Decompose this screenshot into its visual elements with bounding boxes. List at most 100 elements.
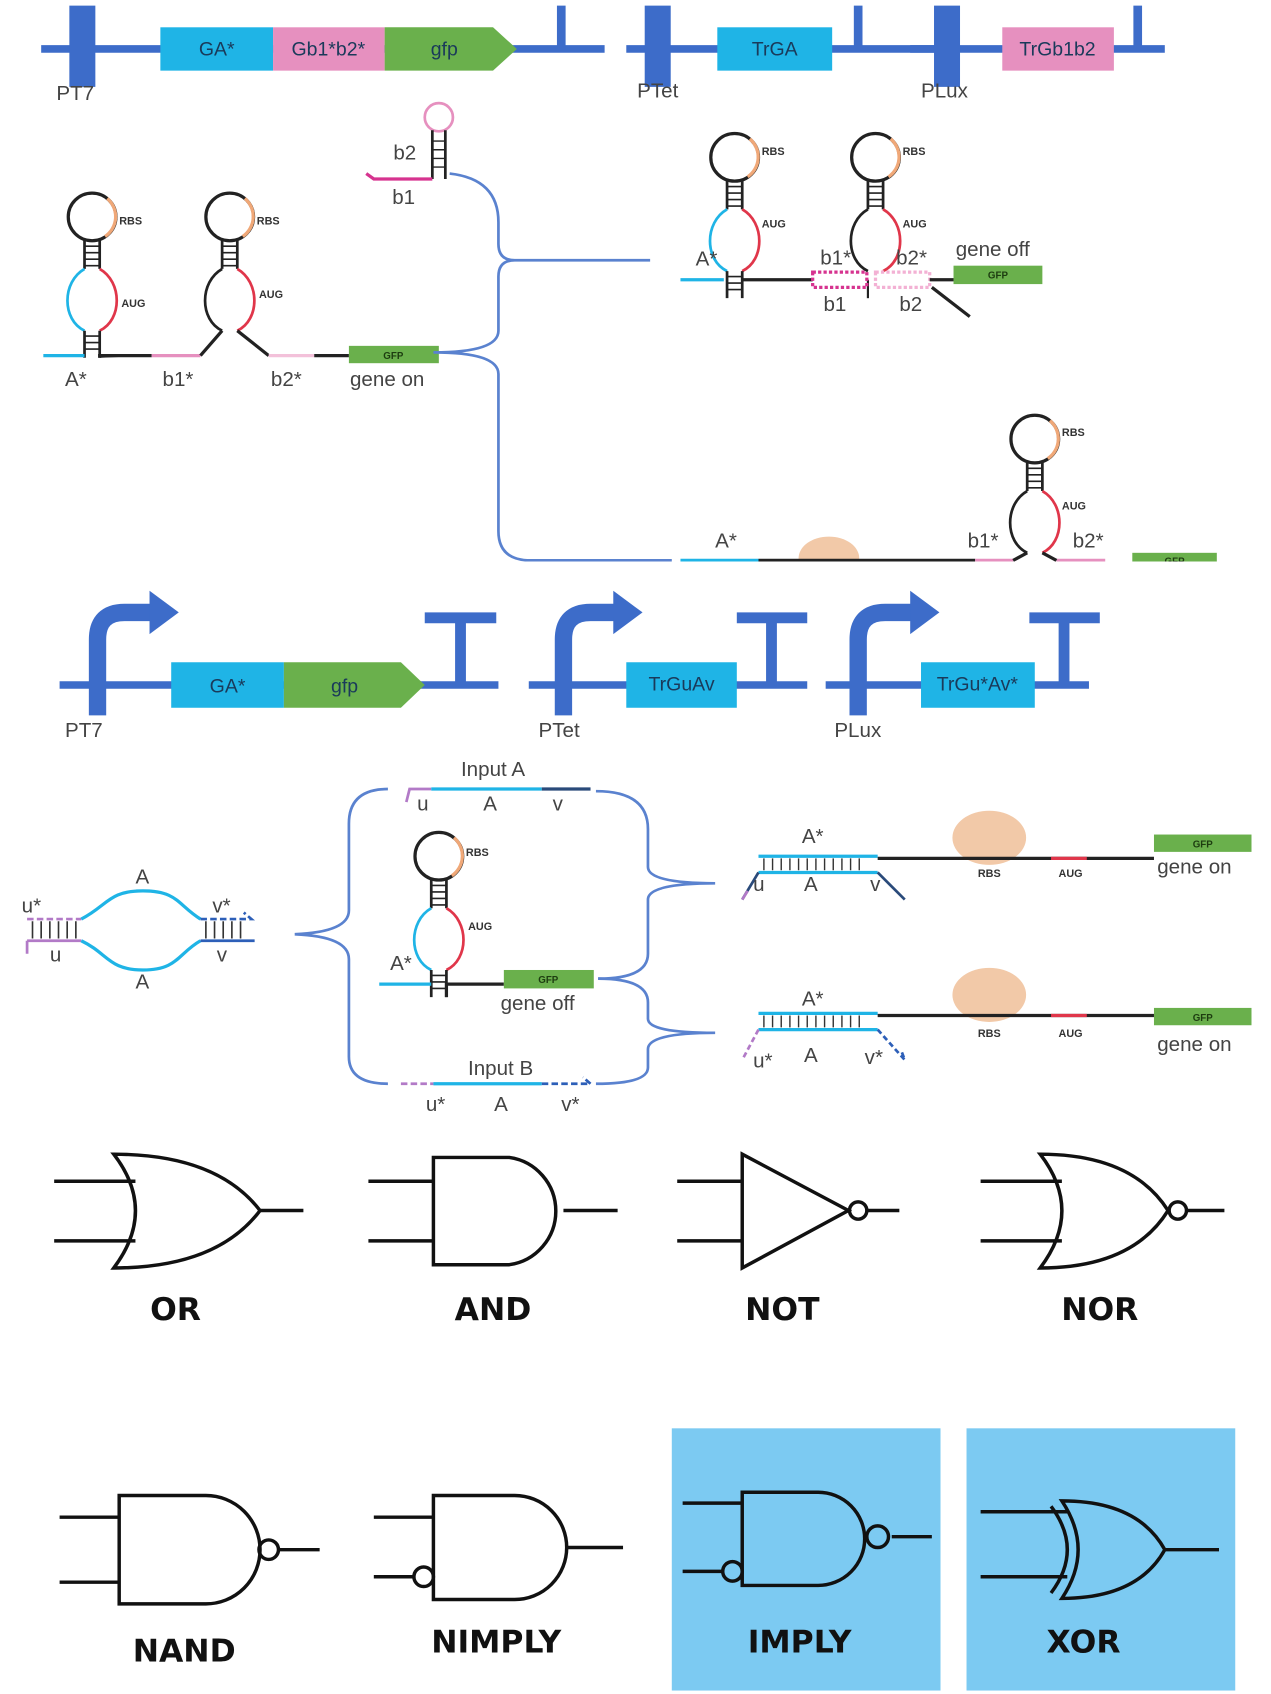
label: u* bbox=[22, 895, 41, 918]
label: u bbox=[417, 793, 428, 816]
label: A* bbox=[802, 988, 824, 1011]
gfp-label: GFP bbox=[538, 975, 559, 986]
merge-brace-b bbox=[595, 977, 716, 1086]
part-ga bbox=[160, 27, 274, 71]
aug-label: AUG bbox=[762, 219, 786, 231]
panel-2: GA* gfp PT7 TrGuAv PTet TrGu*Av* PLux bbox=[22, 590, 1252, 1116]
rbs-label: RBS bbox=[466, 847, 489, 859]
part-trga bbox=[717, 27, 833, 71]
label: b2 bbox=[899, 293, 922, 316]
gate-label: XOR bbox=[1047, 1625, 1121, 1661]
aug-label: AUG bbox=[259, 289, 283, 301]
promoter-label: PTet bbox=[539, 719, 580, 742]
logic-gates: OR AND NOT NOR NAND NIMPLY bbox=[54, 1151, 1236, 1691]
label: b1* bbox=[820, 247, 851, 270]
promoter-bar bbox=[69, 5, 96, 87]
nimply-gate-icon bbox=[373, 1493, 624, 1602]
gate-label: IMPLY bbox=[748, 1625, 853, 1661]
promoter-arrow-icon bbox=[554, 603, 616, 716]
terminator-icon bbox=[736, 612, 808, 686]
promoter-arrow-icon bbox=[88, 603, 152, 716]
gate-xor: XOR bbox=[980, 1499, 1219, 1661]
merge-brace-a bbox=[595, 789, 716, 981]
promoter-label: PLux bbox=[921, 80, 969, 103]
part-label: TrGb1b2 bbox=[1019, 38, 1095, 60]
construct-ptet: TrGuAv PTet bbox=[528, 590, 808, 742]
part-label: GA* bbox=[199, 38, 235, 60]
promoter-bar bbox=[644, 5, 671, 87]
gfp-label: GFP bbox=[1193, 840, 1214, 851]
label: A bbox=[483, 793, 497, 816]
split-brace bbox=[294, 787, 388, 1086]
xor-gate-icon bbox=[980, 1499, 1219, 1601]
aug-label: AUG bbox=[468, 921, 492, 933]
rbs-label: RBS bbox=[762, 146, 785, 158]
gate-label: OR bbox=[150, 1292, 201, 1328]
rbs-label: RBS bbox=[978, 1028, 1001, 1040]
gfp-label: GFP bbox=[383, 351, 404, 362]
label: v* bbox=[561, 1093, 579, 1116]
output-gene-on-a: GFP RBS AUG A* u A v gene on bbox=[741, 810, 1252, 901]
gate-and: AND bbox=[368, 1155, 618, 1328]
nand-gate-icon bbox=[59, 1493, 320, 1606]
label: b1* bbox=[968, 529, 999, 552]
part-label: gfp bbox=[331, 676, 358, 698]
label: A bbox=[804, 1044, 818, 1067]
label: u bbox=[50, 943, 61, 966]
label: b2* bbox=[271, 368, 302, 391]
imply-gate-icon bbox=[682, 1490, 932, 1588]
state-label: gene off bbox=[956, 238, 1030, 261]
label: A* bbox=[715, 529, 737, 552]
reaction-brace bbox=[433, 172, 672, 562]
label: A bbox=[135, 970, 149, 993]
imply-highlight bbox=[671, 1428, 941, 1691]
label: A* bbox=[696, 248, 718, 271]
label: b1 bbox=[392, 186, 415, 209]
gate-label: AND bbox=[455, 1292, 532, 1328]
not-gate-icon bbox=[677, 1151, 900, 1271]
switch-partial: RBS AUG A* b1* b2* GFP bbox=[680, 413, 1217, 562]
gate-imply: IMPLY bbox=[682, 1490, 932, 1661]
label: v* bbox=[212, 895, 230, 918]
and-gate-icon bbox=[368, 1155, 618, 1267]
part-gb1b2 bbox=[273, 27, 385, 71]
label: b1 bbox=[823, 293, 846, 316]
part-label: TrGuAv bbox=[648, 673, 714, 695]
part-label: TrGA bbox=[752, 38, 798, 60]
label: A bbox=[804, 873, 818, 896]
label: b2* bbox=[896, 247, 927, 270]
label: A* bbox=[65, 368, 87, 391]
promoter-label: PTet bbox=[637, 80, 678, 103]
label: v* bbox=[865, 1046, 883, 1069]
state-label: gene off bbox=[501, 992, 575, 1015]
rbs-label: RBS bbox=[257, 216, 280, 228]
input-a: Input A u A v bbox=[405, 758, 591, 816]
switch-bound-off: GFP RBS AUG RBS AUG A* b1* b2* b1 b2 gen… bbox=[680, 131, 1043, 318]
rbs-label: RBS bbox=[978, 868, 1001, 880]
state-label: gene on bbox=[1157, 856, 1231, 879]
gate-not: NOT bbox=[677, 1151, 900, 1328]
construct-plux: TrGb1b2 PLux bbox=[910, 5, 1165, 103]
gfp-label: GFP bbox=[988, 271, 1009, 282]
construct-pt7: GA* gfp PT7 bbox=[59, 590, 499, 742]
label: v bbox=[217, 943, 228, 966]
label: A bbox=[494, 1093, 508, 1116]
promoter-arrow-icon bbox=[849, 603, 913, 716]
label: b2 bbox=[393, 141, 416, 164]
label: b1* bbox=[163, 368, 194, 391]
xor-highlight bbox=[966, 1428, 1236, 1691]
panel-1: GA* Gb1*b2* gfp PT7 TrGA PTet TrGb1b2 PL… bbox=[41, 5, 1217, 562]
aug-label: AUG bbox=[1062, 500, 1086, 512]
gate-label: NIMPLY bbox=[431, 1625, 562, 1661]
promoter-bar bbox=[934, 5, 961, 87]
promoter-label: PLux bbox=[834, 719, 882, 742]
aug-label: AUG bbox=[1059, 868, 1083, 880]
input-title: Input A bbox=[461, 758, 525, 781]
promoter-label: PT7 bbox=[65, 719, 103, 742]
gate-label: NAND bbox=[133, 1633, 236, 1669]
or-gate-icon bbox=[54, 1152, 304, 1270]
gate-nor: NOR bbox=[980, 1152, 1225, 1328]
state-label: gene on bbox=[1157, 1033, 1231, 1056]
label: v bbox=[553, 793, 564, 816]
